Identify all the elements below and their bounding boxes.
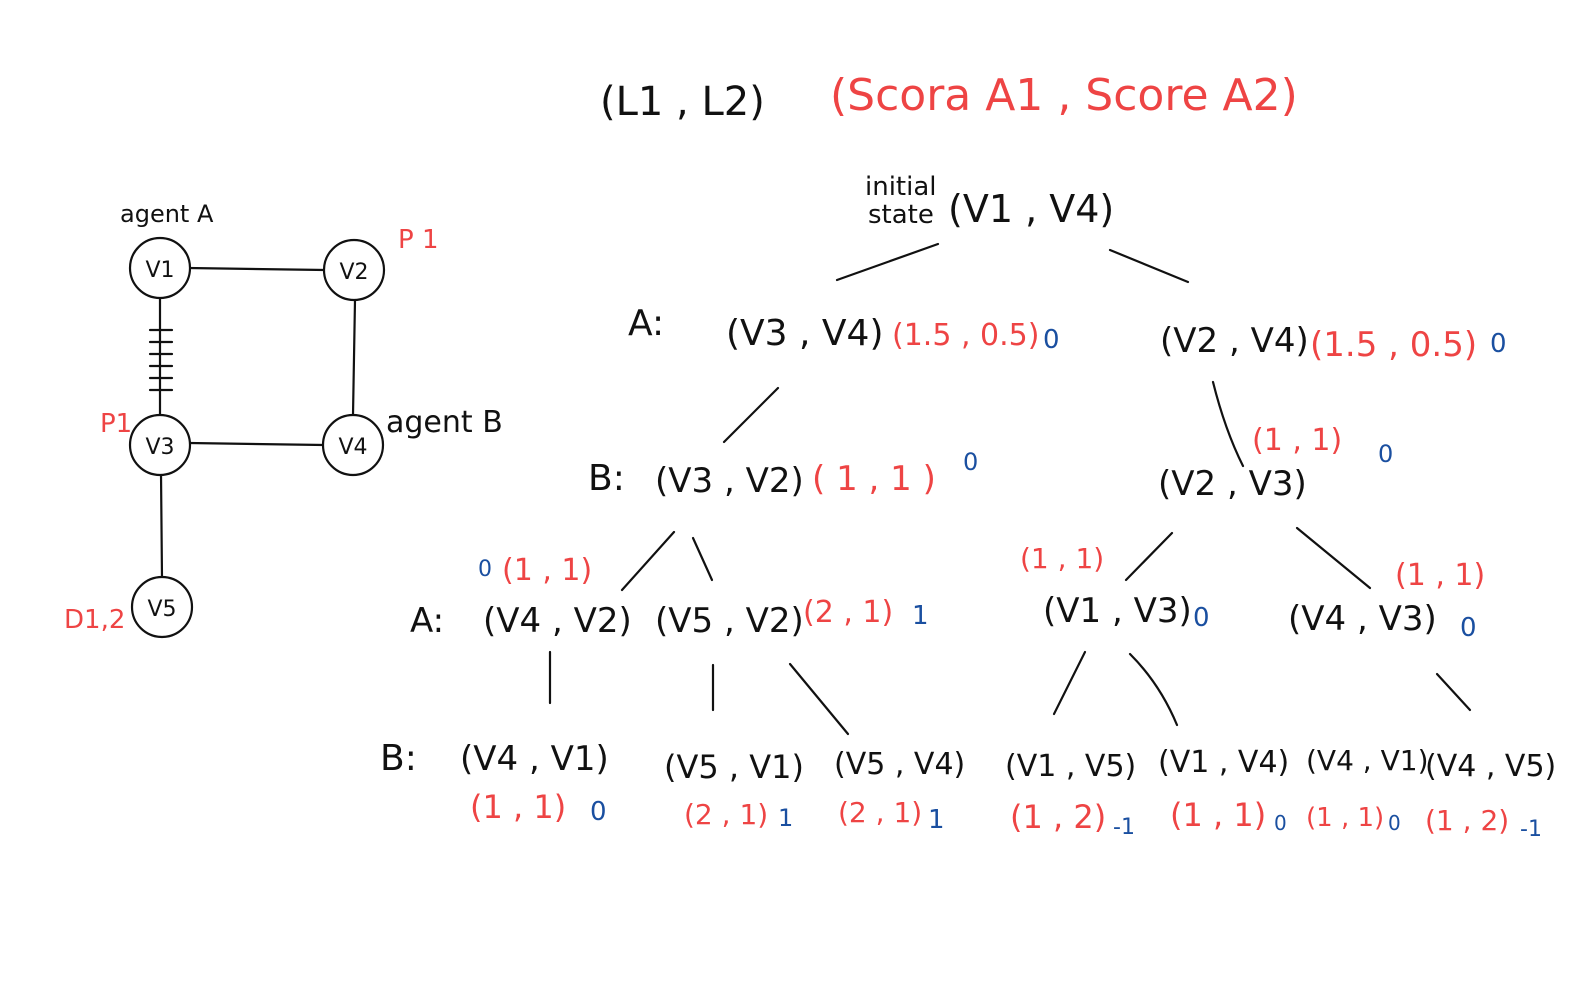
agent-b-label: agent B — [386, 405, 503, 440]
leaf-score: (1 , 1) — [470, 788, 566, 826]
node-v1-v3: (V1 , V3) — [1043, 591, 1192, 631]
node-v2-v4: (V2 , V4) — [1160, 321, 1309, 361]
level-label-b2: B: — [380, 738, 417, 779]
edge-v1-v3-hatches — [148, 328, 174, 392]
leaf-3: (V5 , V4) (2 , 1) 1 — [834, 747, 965, 835]
initial-state-label-2: state — [868, 200, 934, 230]
graph-node-v3: V3 — [128, 413, 192, 477]
initial-state-label: initial — [865, 172, 937, 202]
edge-v3-v4 — [187, 441, 326, 447]
graph-node-v4: V4 — [321, 413, 385, 477]
score-v2-v3: (1 , 1) — [1252, 423, 1342, 458]
leaf-score: (2 , 1) — [684, 798, 768, 831]
score-v4-v3: (1 , 1) — [1395, 558, 1485, 593]
level-label-a1: A: — [628, 303, 664, 344]
leaf-1: (V4 , V1) (1 , 1) 0 — [460, 739, 609, 827]
game-tree: initial state (V1 , V4) A: B: A: B: (V3 … — [380, 172, 1556, 842]
leaf-utility: 1 — [928, 805, 945, 835]
leaf-node: (V1 , V5) — [1005, 749, 1136, 784]
svg-text:V2: V2 — [339, 260, 368, 285]
leaf-utility: -1 — [1113, 815, 1135, 840]
edge-v1-v2 — [186, 266, 327, 272]
utility-v2-v4: 0 — [1490, 329, 1507, 359]
leaf-score: (1 , 1) — [1306, 803, 1384, 833]
level-label-a2: A: — [410, 601, 444, 641]
svg-text:V5: V5 — [147, 597, 176, 622]
svg-text:V3: V3 — [145, 435, 174, 460]
score-v1-v3: (1 , 1) — [1020, 542, 1104, 575]
leaf-score: (1 , 2) — [1010, 798, 1106, 836]
utility-v4-v3: 0 — [1460, 613, 1477, 643]
node-v2-v3: (V2 , V3) — [1158, 464, 1307, 504]
utility-v2-v3: 0 — [1378, 440, 1393, 468]
agent-a-label: agent A — [120, 200, 214, 228]
leaf-utility: 1 — [778, 804, 793, 832]
leaf-node: (V4 , V5) — [1425, 749, 1556, 784]
level-label-b1: B: — [588, 458, 625, 499]
leaf-node: (V5 , V4) — [834, 747, 965, 782]
destination-d12: D1,2 — [64, 605, 125, 635]
leaf-4: (V1 , V5) (1 , 2) -1 — [1005, 749, 1136, 840]
leaf-utility: -1 — [1520, 817, 1542, 842]
root-node: (V1 , V4) — [948, 187, 1114, 231]
score-v4-v2: (1 , 1) — [502, 553, 592, 588]
svg-text:V4: V4 — [338, 435, 367, 460]
leaf-node: (V4 , V1) — [460, 739, 609, 779]
node-v4-v3: (V4 , V3) — [1288, 599, 1437, 639]
leaf-score: (1 , 2) — [1425, 804, 1509, 837]
leaf-node: (V1 , V4) — [1158, 745, 1289, 780]
leaf-node: (V4 , V1) — [1306, 744, 1429, 777]
svg-text:V1: V1 — [145, 258, 174, 283]
leaf-node: (V5 , V1) — [664, 748, 804, 786]
score-v2-v4: (1.5 , 0.5) — [1310, 325, 1477, 365]
node-v3-v2: (V3 , V2) — [655, 461, 804, 501]
score-v3-v4: (1.5 , 0.5) — [892, 318, 1039, 353]
graph-node-v1: V1 — [128, 236, 192, 300]
package-p1-top: P 1 — [398, 225, 439, 255]
graph: V1 V2 V3 V4 V5 agent A agent B P 1 P1 D1… — [64, 200, 503, 639]
leaf-utility: 0 — [1388, 811, 1401, 835]
score-v5-v2: (2 , 1) — [803, 595, 893, 630]
node-v5-v2: (V5 , V2) — [655, 601, 804, 641]
utility-v1-v3: 0 — [1193, 603, 1210, 633]
graph-node-v5: V5 — [130, 575, 194, 639]
package-p1-left: P1 — [100, 409, 132, 439]
leaf-6: (V4 , V1) (1 , 1) 0 — [1306, 744, 1429, 835]
utility-v3-v4: 0 — [1043, 325, 1060, 355]
leaf-7: (V4 , V5) (1 , 2) -1 — [1425, 749, 1556, 842]
leaf-2: (V5 , V1) (2 , 1) 1 — [664, 748, 804, 832]
legend-score-pair: (Scora A1 , Score A2) — [830, 70, 1298, 121]
node-v3-v4: (V3 , V4) — [726, 313, 883, 354]
leaf-score: (1 , 1) — [1170, 796, 1266, 834]
node-v4-v2: (V4 , V2) — [483, 601, 632, 641]
utility-v4-v2: 0 — [478, 557, 492, 582]
legend-location-pair: (L1 , L2) — [600, 79, 765, 125]
edge-v3-v5 — [159, 471, 164, 580]
utility-v5-v2: 1 — [912, 601, 929, 631]
leaf-5: (V1 , V4) (1 , 1) 0 — [1158, 745, 1289, 835]
leaf-score: (2 , 1) — [838, 796, 922, 829]
graph-node-v2: V2 — [322, 238, 386, 302]
leaf-utility: 0 — [1274, 811, 1287, 835]
edge-v2-v4 — [351, 298, 357, 417]
utility-v3-v2: 0 — [963, 448, 978, 476]
score-v3-v2: ( 1 , 1 ) — [812, 459, 936, 499]
leaf-utility: 0 — [590, 797, 607, 827]
